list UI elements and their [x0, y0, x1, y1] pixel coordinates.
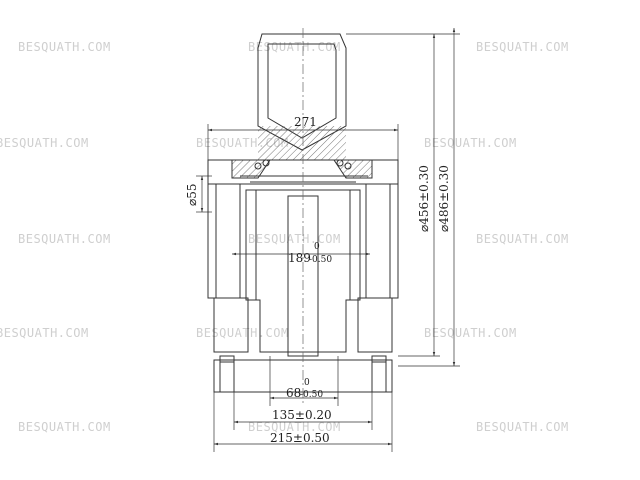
watermark: BESQUATH.COM [424, 326, 517, 340]
top-frame-inner [267, 43, 337, 139]
dim-189-tol-lower: -0.50 [309, 255, 332, 265]
dim-456-486 [346, 28, 460, 367]
dim-55 [196, 175, 212, 213]
wheel-right-lower [357, 297, 393, 353]
top-frame-hatch [258, 126, 346, 160]
dim-68-tol-lower: -0.50 [300, 390, 323, 400]
watermark: BESQUATH.COM [0, 326, 89, 340]
watermark: BESQUATH.COM [248, 420, 341, 434]
dim-68 [269, 356, 339, 406]
watermark: BESQUATH.COM [476, 420, 569, 434]
watermark: BESQUATH.COM [476, 232, 569, 246]
axle-inner [287, 195, 319, 357]
part-outline [207, 33, 399, 393]
dim-68-tol-upper: 0 [304, 378, 310, 388]
bolt-right [371, 355, 387, 393]
hub-hatch-left [231, 159, 271, 179]
wheel-left-lower [213, 297, 249, 353]
dim-135 [233, 392, 373, 430]
axle-body [245, 189, 361, 353]
hub-hatch-right [333, 159, 373, 179]
watermark: BESQUATH.COM [248, 232, 341, 246]
dim-486-label: ⌀486±0.30 [437, 165, 451, 232]
watermark: BESQUATH.COM [18, 40, 111, 54]
dim-135-label: 135±0.20 [272, 408, 332, 422]
bearing-ball [344, 162, 352, 170]
bearing-ball [262, 159, 270, 167]
wheel-right [365, 183, 399, 299]
wheel-left [207, 183, 241, 299]
dim-68-label: 68 [286, 386, 301, 400]
watermark: BESQUATH.COM [0, 136, 89, 150]
dim-271 [207, 124, 399, 160]
dim-215-label: 215±0.50 [270, 431, 330, 445]
dim-271-label: 271 [294, 115, 317, 129]
dim-215 [213, 392, 393, 452]
dim-55-label: ⌀55 [185, 184, 199, 207]
dim-189-tol-upper: 0 [314, 242, 320, 252]
watermark: BESQUATH.COM [18, 232, 111, 246]
bolt-left [219, 355, 235, 393]
watermark: BESQUATH.COM [18, 420, 111, 434]
dim-189-label: 189 [288, 251, 311, 265]
watermark: BESQUATH.COM [196, 326, 289, 340]
watermark: BESQUATH.COM [476, 40, 569, 54]
dim-456-label: ⌀456±0.30 [417, 165, 431, 232]
bearing-ball [254, 162, 262, 170]
bearing-ball [336, 159, 344, 167]
watermark: BESQUATH.COM [424, 136, 517, 150]
